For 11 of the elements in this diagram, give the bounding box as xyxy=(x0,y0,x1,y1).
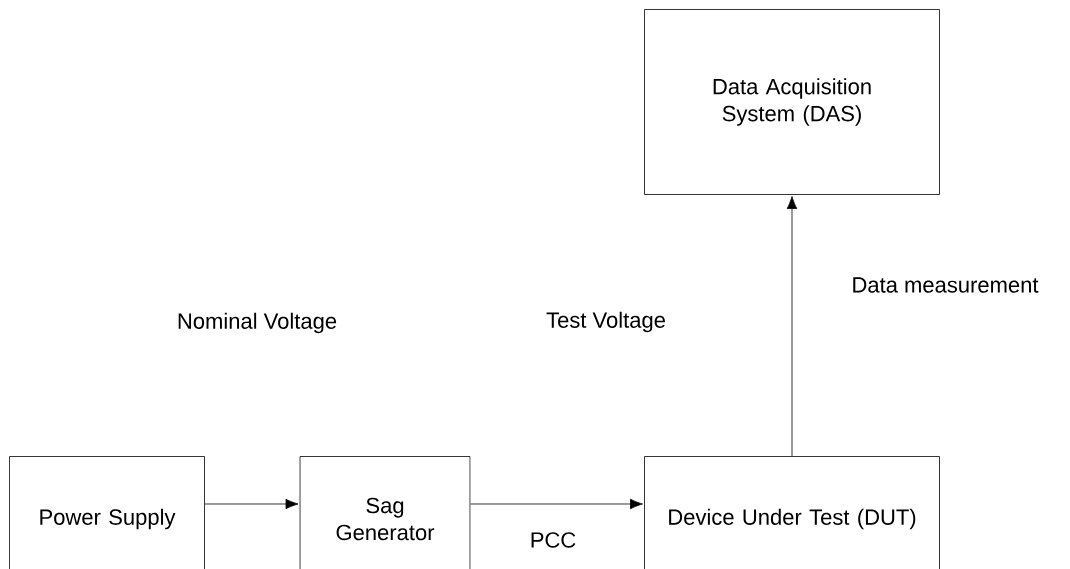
arrow xyxy=(204,498,299,510)
process-box: Device Under Test (DUT) xyxy=(644,456,940,569)
voltage-label: Test Voltage xyxy=(546,311,665,333)
arrow xyxy=(786,196,798,457)
voltage-label: Nominal Voltage xyxy=(178,312,337,334)
process-box: Sag Generator xyxy=(299,456,471,569)
process-box: Power Supply xyxy=(9,456,205,569)
edge-label: PCC xyxy=(528,531,578,549)
arrow xyxy=(470,498,643,510)
process-box: Data Acquisition System (DAS) xyxy=(644,9,940,195)
edge-label: Data measurement xyxy=(850,276,1040,294)
